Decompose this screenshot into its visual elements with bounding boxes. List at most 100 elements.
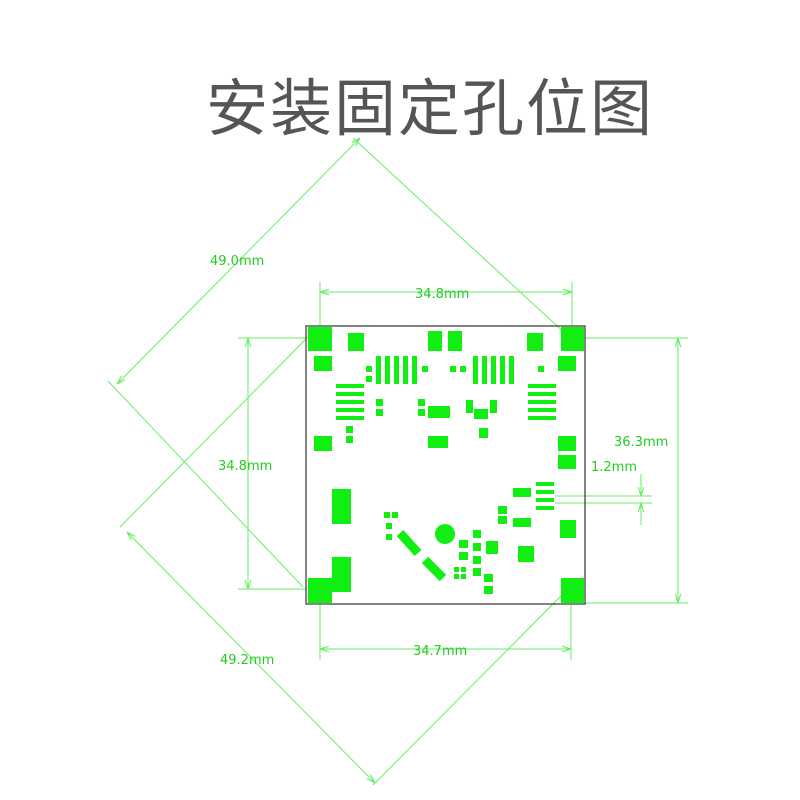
mounting-pad-top-left bbox=[308, 327, 332, 351]
pad bbox=[346, 436, 353, 443]
mounting-pad-bottom-right bbox=[561, 578, 584, 603]
pad bbox=[558, 436, 576, 451]
pad bbox=[332, 489, 351, 524]
ic-pin bbox=[376, 356, 381, 384]
dim-label-right-height: 36.3mm bbox=[614, 435, 668, 450]
pad bbox=[418, 409, 425, 416]
pad bbox=[527, 333, 543, 351]
ic-pin bbox=[336, 384, 364, 388]
pad bbox=[454, 574, 459, 579]
diag-top-dimension bbox=[117, 138, 360, 384]
ic-pin bbox=[528, 416, 556, 420]
pad bbox=[428, 331, 442, 351]
pad bbox=[332, 557, 351, 592]
pad bbox=[422, 366, 428, 372]
ic-pin bbox=[336, 400, 364, 404]
pad bbox=[538, 366, 544, 372]
ic-pin bbox=[491, 356, 496, 384]
pad bbox=[474, 409, 488, 419]
pad bbox=[386, 523, 392, 529]
pad bbox=[486, 541, 498, 554]
pad bbox=[418, 399, 425, 406]
dimension-labels: 49.0mm 34.8mm 34.8mm 36.3mm 1.2mm 34.7mm… bbox=[210, 254, 668, 668]
diagonal-component-pad bbox=[421, 556, 447, 582]
pad bbox=[392, 512, 398, 518]
pad bbox=[366, 376, 372, 382]
pcb-pads bbox=[308, 327, 584, 603]
ic-pin bbox=[473, 356, 478, 384]
ic-pin bbox=[536, 482, 554, 486]
pad bbox=[461, 567, 466, 572]
dimension-lines bbox=[107, 137, 688, 786]
pad bbox=[473, 568, 481, 576]
ic-pin bbox=[528, 384, 556, 388]
dim-label-left-height: 34.8mm bbox=[218, 459, 272, 474]
pad bbox=[558, 356, 576, 371]
ic-pin bbox=[536, 498, 554, 502]
ic-pin bbox=[336, 392, 364, 396]
page-title: 安装固定孔位图 bbox=[205, 72, 654, 145]
board-outline bbox=[305, 325, 586, 605]
mounting-pad-top-right bbox=[561, 327, 584, 351]
mounting-pad-bottom-left bbox=[308, 578, 332, 603]
pad bbox=[346, 426, 353, 433]
ic-pin bbox=[385, 356, 390, 384]
pad bbox=[558, 455, 576, 469]
diag-top-extension-lower bbox=[107, 380, 304, 588]
pad bbox=[459, 540, 468, 548]
pad bbox=[473, 556, 481, 564]
pad bbox=[376, 409, 383, 416]
pad bbox=[490, 400, 497, 413]
ic-pin bbox=[528, 400, 556, 404]
pad bbox=[376, 399, 383, 406]
pad bbox=[498, 516, 507, 524]
pad bbox=[461, 574, 466, 579]
pad bbox=[314, 436, 332, 451]
pad bbox=[518, 546, 534, 562]
diagonal-component-pad bbox=[396, 529, 422, 557]
ic-pin bbox=[528, 392, 556, 396]
ic-pin bbox=[403, 356, 408, 384]
dim-label-diag-top: 49.0mm bbox=[210, 254, 264, 269]
pad bbox=[484, 586, 493, 594]
pad bbox=[473, 530, 481, 538]
diag-bottom-extension-right bbox=[372, 591, 566, 786]
dim-label-bottom-width: 34.7mm bbox=[413, 644, 467, 659]
pad bbox=[448, 331, 462, 351]
ic-pin bbox=[536, 506, 554, 510]
ic-pin bbox=[509, 356, 514, 384]
pad bbox=[498, 506, 507, 514]
ic-pin bbox=[536, 490, 554, 494]
pad bbox=[428, 436, 448, 448]
pad bbox=[513, 488, 531, 497]
pad bbox=[479, 428, 488, 438]
diag-top-extension-upper bbox=[352, 137, 569, 337]
pad bbox=[466, 400, 473, 413]
diag-bottom-extension-left bbox=[119, 336, 309, 528]
pad bbox=[384, 512, 390, 518]
pad bbox=[484, 574, 493, 582]
pad bbox=[473, 543, 481, 551]
ic-pin bbox=[336, 408, 364, 412]
pad bbox=[386, 534, 392, 540]
ic-pin bbox=[482, 356, 487, 384]
dim-label-top-width: 34.8mm bbox=[415, 287, 469, 302]
pad bbox=[348, 333, 364, 351]
ic-pin bbox=[500, 356, 505, 384]
dim-label-pitch: 1.2mm bbox=[591, 460, 637, 475]
pad bbox=[454, 567, 459, 572]
pad bbox=[428, 406, 450, 418]
fiducial-circle bbox=[435, 524, 455, 544]
ic-pin bbox=[528, 408, 556, 412]
ic-pin bbox=[412, 356, 417, 384]
pad bbox=[460, 366, 466, 372]
diag-bottom-dimension bbox=[127, 532, 375, 783]
ic-pin bbox=[336, 416, 364, 420]
pad bbox=[459, 552, 468, 560]
pad bbox=[560, 520, 576, 538]
ic-pin bbox=[394, 356, 399, 384]
pad bbox=[314, 356, 332, 371]
pad bbox=[513, 518, 531, 527]
pad bbox=[366, 366, 372, 372]
